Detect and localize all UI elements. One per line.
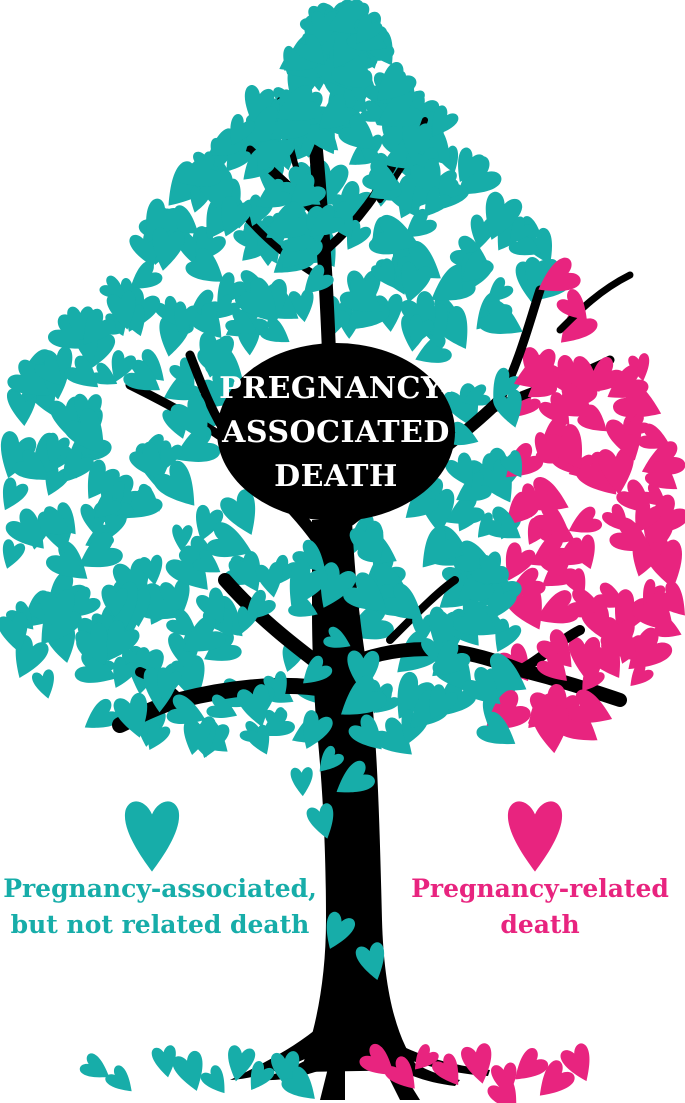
leaf-heart-icon xyxy=(170,1049,211,1095)
leaf-heart-icon xyxy=(485,1075,527,1103)
legend-pink-line2: death xyxy=(500,910,579,939)
teal-heart-icon xyxy=(125,801,179,871)
central-label-line2: ASSOCIATED xyxy=(221,415,450,450)
legend-pink-line1: Pregnancy-related xyxy=(411,874,669,903)
legend-teal-line2: but not related death xyxy=(11,910,310,939)
central-label-line1: PREGNANCY- xyxy=(219,371,453,406)
legend-teal-line1: Pregnancy-associated, xyxy=(3,874,317,903)
leaf-heart-icon xyxy=(103,1063,139,1099)
leaf-heart-icon xyxy=(290,767,314,797)
leaf-heart-icon xyxy=(460,1042,498,1087)
leaf-heart-icon xyxy=(31,668,59,701)
leaf-heart-icon xyxy=(0,538,27,572)
legend-teal: Pregnancy-associated, but not related de… xyxy=(3,801,317,939)
central-label-line3: DEATH xyxy=(274,459,398,494)
legend-pink: Pregnancy-related death xyxy=(411,801,669,939)
central-label-oval: PREGNANCY- ASSOCIATED DEATH xyxy=(217,343,455,521)
pink-heart-icon xyxy=(508,801,562,871)
leaf-heart-icon xyxy=(199,1063,234,1099)
